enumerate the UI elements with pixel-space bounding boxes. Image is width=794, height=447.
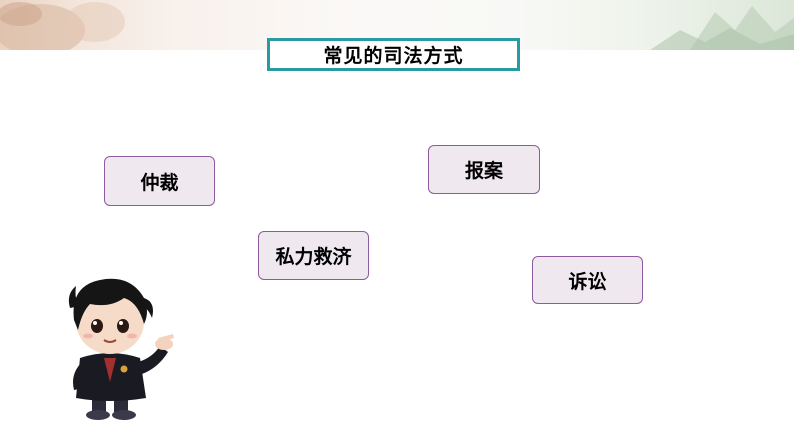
title-box: 常见的司法方式 (267, 38, 520, 71)
banner-landscape-art (0, 2, 794, 50)
method-chip-arbitration: 仲裁 (104, 156, 215, 206)
method-chip-report: 报案 (428, 145, 540, 194)
cartoon-character-illustration (68, 278, 174, 420)
page-title: 常见的司法方式 (323, 45, 464, 67)
method-chip-self-help: 私力救济 (258, 231, 369, 280)
method-chip-litigation: 诉讼 (532, 256, 643, 304)
